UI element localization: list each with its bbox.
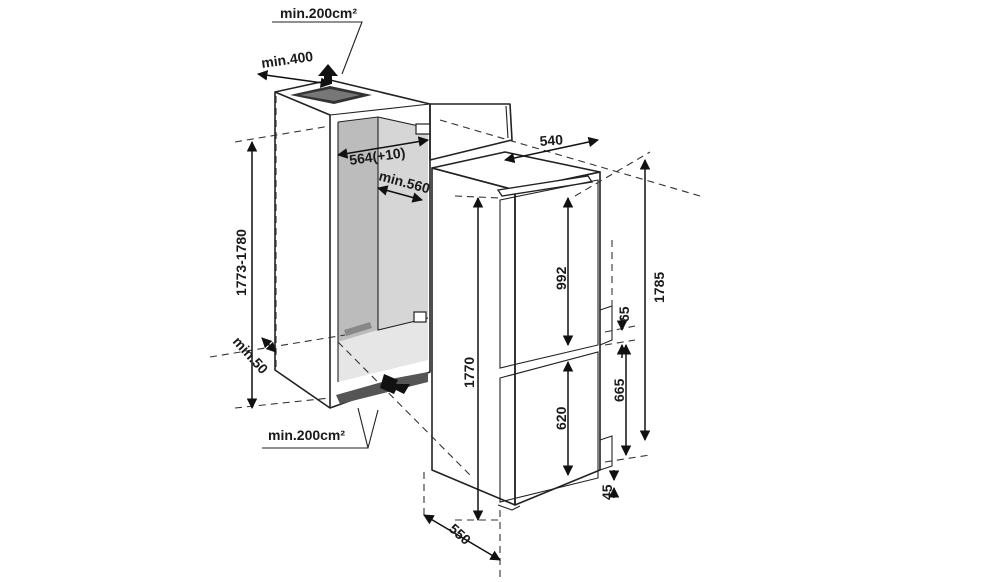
label-appliance-depth: 550 xyxy=(446,520,474,548)
plinth-slot xyxy=(344,322,372,336)
label-freezer-height: 620 xyxy=(553,406,569,430)
label-total-height: 1785 xyxy=(651,272,667,303)
appliance-foot xyxy=(497,504,521,511)
label-bottom-vent: min.200cm² xyxy=(268,427,345,443)
extension-lines xyxy=(209,96,701,578)
freezer-door xyxy=(499,351,599,503)
label-top-vent: min.200cm² xyxy=(280,5,357,21)
niche-side-wall xyxy=(378,117,428,330)
label-foot-height: 45 xyxy=(599,484,615,500)
label-door-height: 1770 xyxy=(461,357,477,388)
label-niche-height: 1773-1780 xyxy=(233,229,249,296)
dim-niche-depth-line xyxy=(376,185,424,203)
airflow-arrows xyxy=(318,64,410,394)
label-appliance-width: 540 xyxy=(539,131,564,149)
appliance-left-side xyxy=(431,167,516,506)
label-fridge-height: 992 xyxy=(553,266,569,290)
hinge-top-icon xyxy=(415,123,431,135)
airflow-up-arrow-icon xyxy=(318,64,338,84)
dimension-lines xyxy=(246,21,651,561)
airflow-in-arrow-icon xyxy=(380,374,410,394)
side-flap-lower xyxy=(599,435,613,471)
dimension-labels: min.200cm² min.400 564(+10) min.560 1773… xyxy=(230,5,667,548)
appliance xyxy=(431,151,613,511)
dim-bottom-gap-line xyxy=(261,337,277,353)
cabinet-door-edge xyxy=(505,105,509,139)
cabinet-front-edge xyxy=(274,91,331,408)
niche-back-wall xyxy=(338,117,378,342)
label-compartment-gap: 65 xyxy=(616,306,632,322)
leader-top-vent xyxy=(272,21,363,75)
dim-niche-width-line xyxy=(336,136,430,159)
fridge-door xyxy=(499,179,599,369)
top-vent-slots xyxy=(300,89,360,101)
leader-bottom-vent-b xyxy=(367,409,379,449)
dim-appliance-width-line xyxy=(503,136,600,164)
label-top-gap: min.400 xyxy=(260,48,314,71)
appliance-top-bar xyxy=(496,175,594,197)
label-lower-height: 665 xyxy=(611,378,627,402)
label-bottom-gap: min.50 xyxy=(230,333,272,377)
dim-appliance-depth-line xyxy=(423,514,501,561)
appliance-front xyxy=(514,171,601,506)
niche-floor xyxy=(338,318,428,382)
side-flap-upper xyxy=(599,305,613,346)
cabinet-door xyxy=(429,103,513,161)
cabinet-top-front xyxy=(329,103,431,116)
label-niche-width: 564(+10) xyxy=(348,144,406,168)
dim-top-gap-line xyxy=(256,70,332,88)
hinge-bottom-icon xyxy=(413,311,427,323)
